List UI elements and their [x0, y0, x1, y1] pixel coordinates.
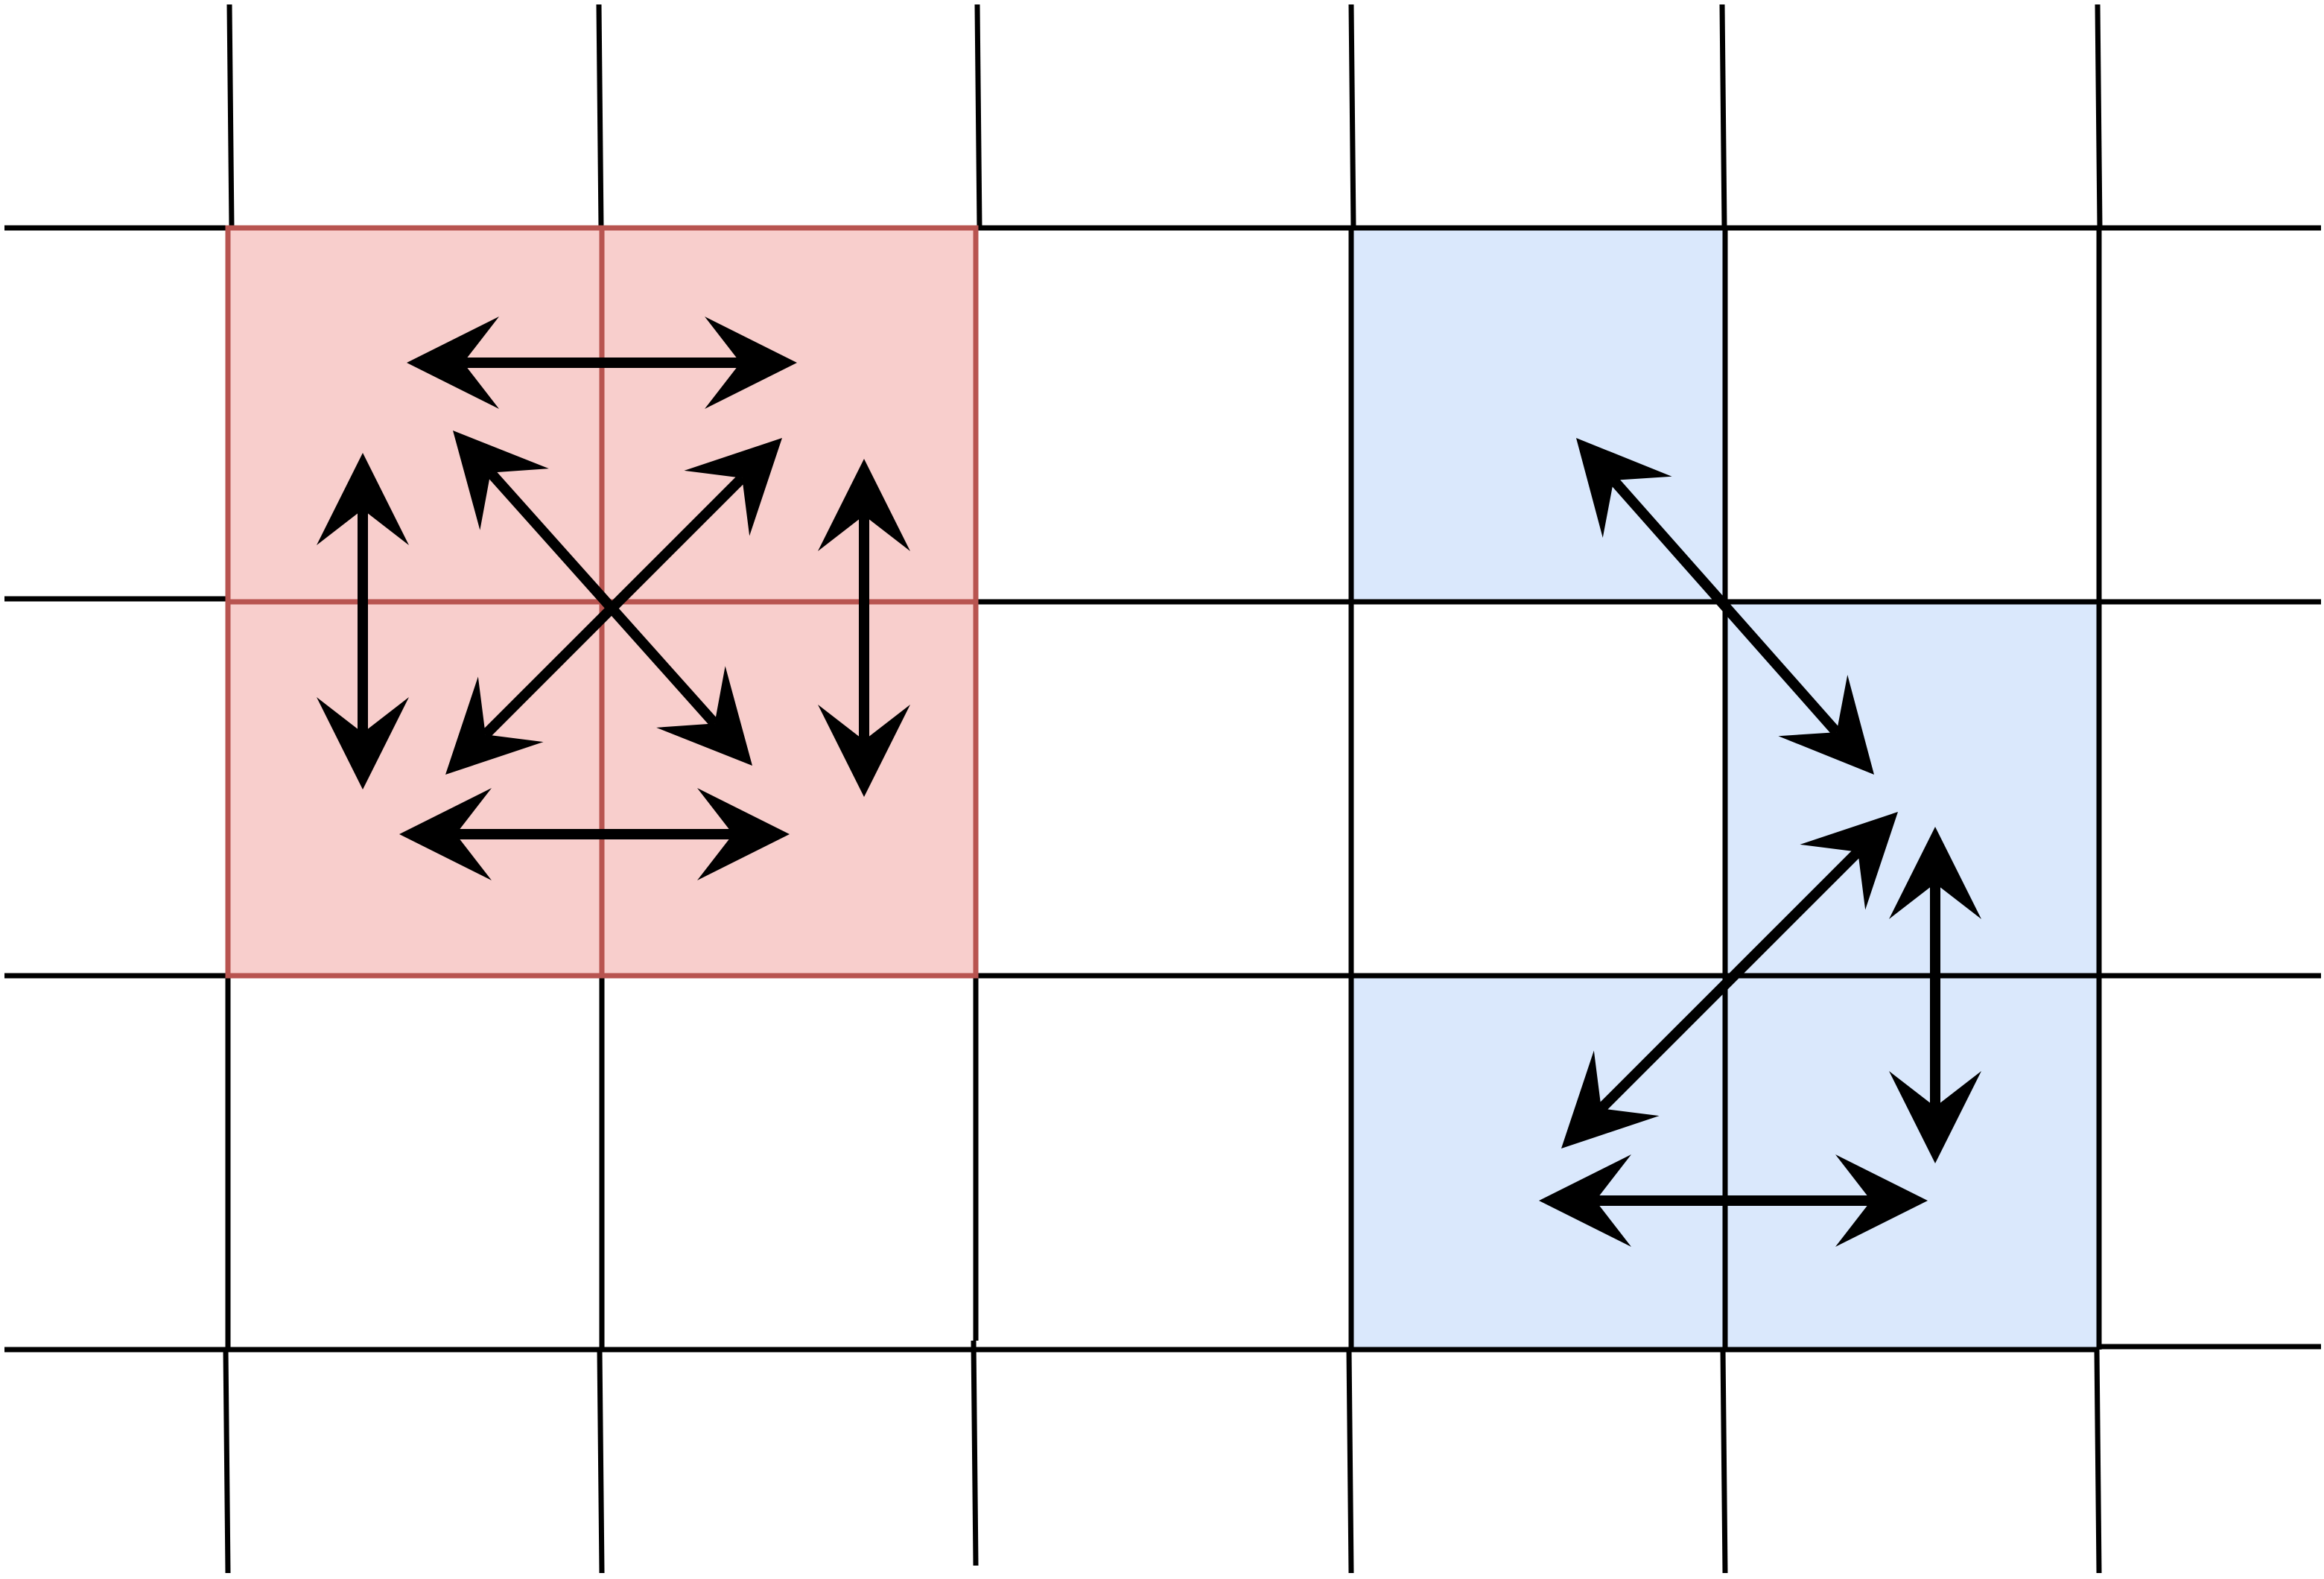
v-line-4c — [1346, 1349, 1354, 1574]
red-arrow-diagonal-down-right-heads — [453, 431, 752, 766]
blue-arrow-vertical — [1889, 827, 1981, 1163]
red-arrow-diagonal-up-right-heads — [445, 438, 782, 775]
arrows — [317, 317, 1981, 1247]
v-line-2c — [597, 1349, 605, 1574]
red-arrow-horizontal-top — [407, 317, 797, 409]
v-line-6 — [2095, 4, 2103, 229]
red-arrow-diagonal-up-right-shaft — [481, 474, 746, 739]
blue-arrow-horizontal — [1539, 1154, 1928, 1247]
v-line-3c — [971, 1340, 979, 1566]
v-line-3 — [974, 4, 982, 229]
blue-arrow-diagonal-up-right — [1561, 812, 1898, 1148]
red-arrow-diagonal-up-right — [445, 438, 782, 775]
red-arrow-horizontal-bottom — [399, 788, 790, 880]
blue-cell-r1-c4 — [1725, 602, 2099, 976]
v-line-5 — [1719, 4, 1727, 229]
red-arrow-diagonal-down-right — [453, 431, 752, 766]
blue-arrow-diagonal-up-right-shaft — [1597, 848, 1862, 1113]
blue-cell-r2-c3 — [1351, 976, 1725, 1350]
blue-region — [1351, 228, 2099, 1350]
v-line-4 — [1348, 4, 1356, 229]
blue-arrow-diagonal-down-right-heads — [1576, 438, 1874, 775]
v-line-2 — [596, 4, 604, 229]
v-line-1c — [223, 1349, 231, 1574]
blue-arrow-diagonal-up-right-heads — [1561, 812, 1898, 1148]
v-line-1 — [226, 4, 235, 229]
blue-arrow-diagonal-down-right — [1576, 438, 1874, 775]
v-line-5c — [1720, 1349, 1728, 1574]
v-line-6c — [2094, 1349, 2102, 1574]
red-arrow-diagonal-down-right-shaft — [486, 469, 719, 727]
red-arrow-vertical-right — [818, 459, 910, 797]
blue-cell-r2-c4 — [1725, 976, 2099, 1350]
blue-arrow-diagonal-down-right-shaft — [1610, 477, 1841, 736]
red-arrow-vertical-left — [317, 453, 409, 790]
